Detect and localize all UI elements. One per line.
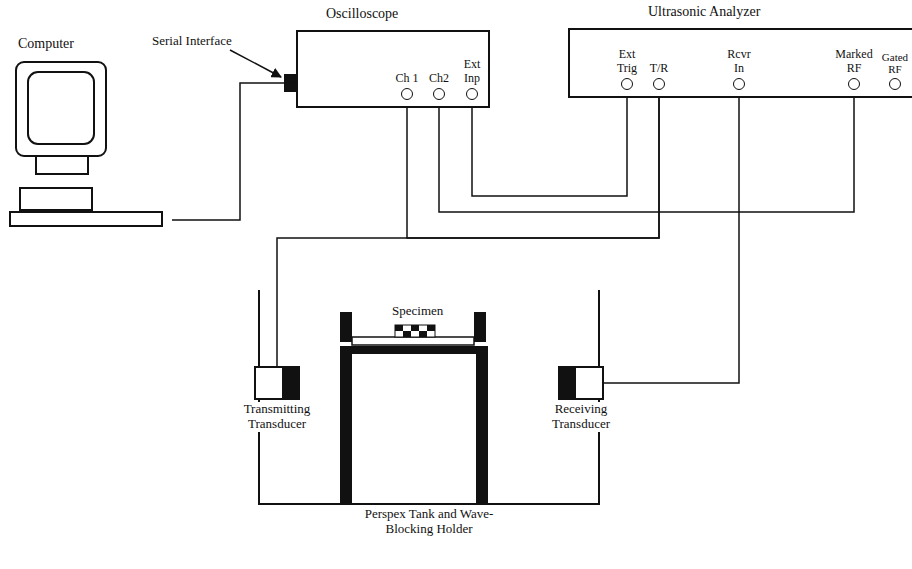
input-port: Ext Inp xyxy=(466,88,478,100)
receiver-port: Rcvr In xyxy=(733,78,745,90)
node-label: Ultrasonic Analyzer xyxy=(648,4,760,20)
input-port: Ch 1 xyxy=(401,88,413,100)
port-label: Ext Inp xyxy=(457,58,487,86)
specimen-plate xyxy=(352,337,474,345)
oscilloscope-box: OscilloscopeCh 1Ch2Ext Inp xyxy=(296,30,490,108)
computer: Computer xyxy=(10,58,172,230)
cable xyxy=(172,83,296,220)
edge-label: Serial Interface xyxy=(150,34,234,49)
analyzer-box: Ultrasonic AnalyzerExt TrigT/RRcvr InMar… xyxy=(568,28,912,98)
port-label: Gated RF xyxy=(877,51,912,76)
cable xyxy=(472,90,627,196)
cable xyxy=(604,90,739,383)
node-label: Perspex Tank and Wave-Blocking Holder xyxy=(364,507,494,537)
monitor xyxy=(16,62,106,156)
port-label: Ext Trig xyxy=(612,48,642,76)
node-label: Oscilloscope xyxy=(326,6,398,22)
keyboard-tray xyxy=(10,212,162,226)
port-label: Marked RF xyxy=(832,48,876,76)
wave-blocking-holder xyxy=(340,312,488,504)
cable xyxy=(407,90,659,238)
computer-drawing xyxy=(10,62,162,226)
transmit-port: T/R xyxy=(653,78,665,90)
specimen-check xyxy=(411,325,419,331)
transducer: Receiving Transducer xyxy=(558,366,604,400)
input-port: Ch2 xyxy=(433,88,445,100)
monitor-screen xyxy=(28,72,94,144)
specimen-check xyxy=(419,331,427,337)
cable xyxy=(277,90,659,366)
tank: Perspex Tank and Wave-Blocking Holder xyxy=(258,290,600,505)
keyboard xyxy=(20,188,92,210)
holder-bar xyxy=(340,346,488,354)
node-label: Transmitting Transducer xyxy=(237,402,317,432)
part-label: Specimen xyxy=(390,304,445,319)
transducer-element xyxy=(560,368,576,398)
monitor-base xyxy=(36,156,88,174)
holder-leg xyxy=(476,354,488,504)
output-port: Gated RF xyxy=(889,78,901,90)
holder-post xyxy=(474,312,486,342)
holder-leg xyxy=(340,354,352,504)
specimen xyxy=(395,325,435,337)
port-label: T/R xyxy=(644,62,674,76)
output-port: Marked RF xyxy=(848,78,860,90)
specimen-body xyxy=(395,325,435,337)
port-label: Rcvr In xyxy=(722,48,756,76)
specimen-check xyxy=(395,325,403,331)
port-label: Ch 1 xyxy=(387,72,427,86)
node-label: Receiving Transducer xyxy=(546,402,616,432)
transducer-element xyxy=(282,368,298,398)
transducer: Transmitting Transducer xyxy=(254,366,300,400)
port-label: Ch2 xyxy=(424,72,454,86)
node-label: Computer xyxy=(18,36,74,52)
trigger-port: Ext Trig xyxy=(621,78,633,90)
specimen-check xyxy=(403,331,411,337)
cable xyxy=(439,90,854,212)
holder-post xyxy=(340,312,352,342)
leader-arrow xyxy=(230,50,281,77)
specimen-check xyxy=(427,325,435,331)
